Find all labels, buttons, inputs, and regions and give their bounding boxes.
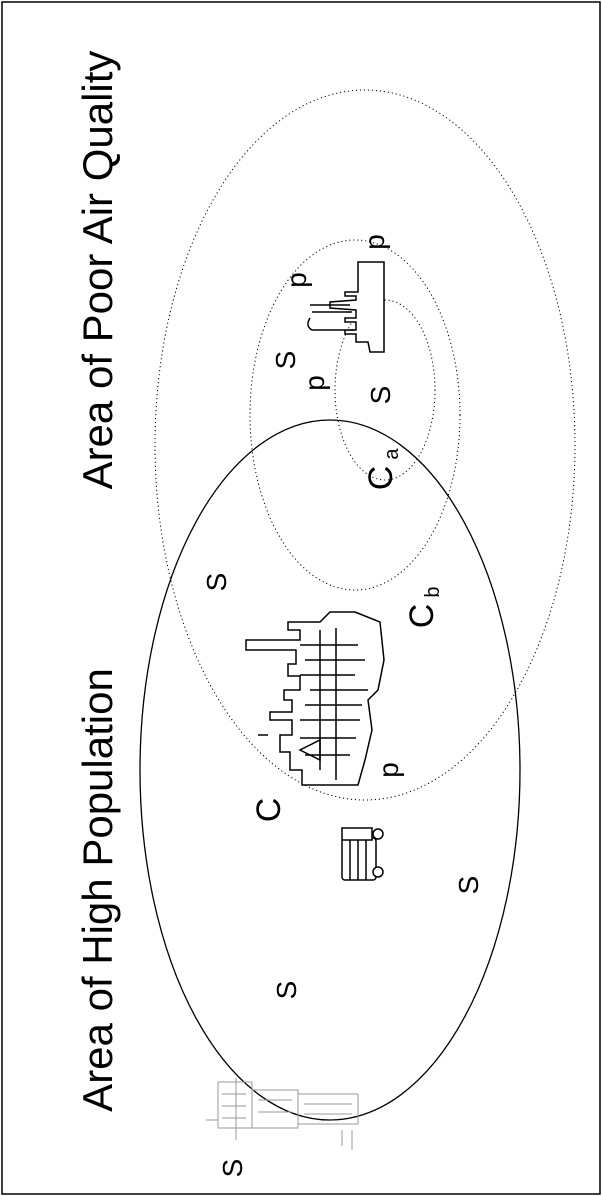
p-marker: p [359,234,390,250]
s-marker: S [270,351,301,370]
s-marker: S [271,981,302,1000]
title-high-population: Area of High Population [74,668,121,1112]
c-b-subscript: b [422,586,444,597]
title-poor-air-quality: Area of Poor Air Quality [74,51,121,490]
building-icon [206,1078,359,1150]
skyline-icon [245,611,385,786]
truck-cab [341,827,373,841]
poor-air-quality-area-ellipse [154,89,576,801]
truck-wheel [372,828,384,840]
core-pollution-ellipse [334,299,436,481]
factory-icon [307,261,385,353]
truck-wheel [372,866,384,878]
s-marker: S [365,386,396,405]
s-marker: S [217,1159,248,1178]
s-marker: S [201,573,232,592]
truck-icon [341,827,384,881]
p-marker: p [299,375,330,391]
s-marker: S [453,876,484,895]
c-a-marker: C a [362,448,403,491]
inner-pollution-ellipse [249,239,461,591]
high-population-area-ellipse [139,419,521,1121]
p-marker: p [281,272,312,288]
c-a-letter: C [362,466,400,491]
c-marker: C [250,798,288,823]
p-marker: p [373,762,404,778]
truck-body [341,837,377,881]
c-b-letter: C [403,604,441,629]
c-b-marker: C b [403,586,444,628]
c-a-subscript: a [381,448,403,460]
